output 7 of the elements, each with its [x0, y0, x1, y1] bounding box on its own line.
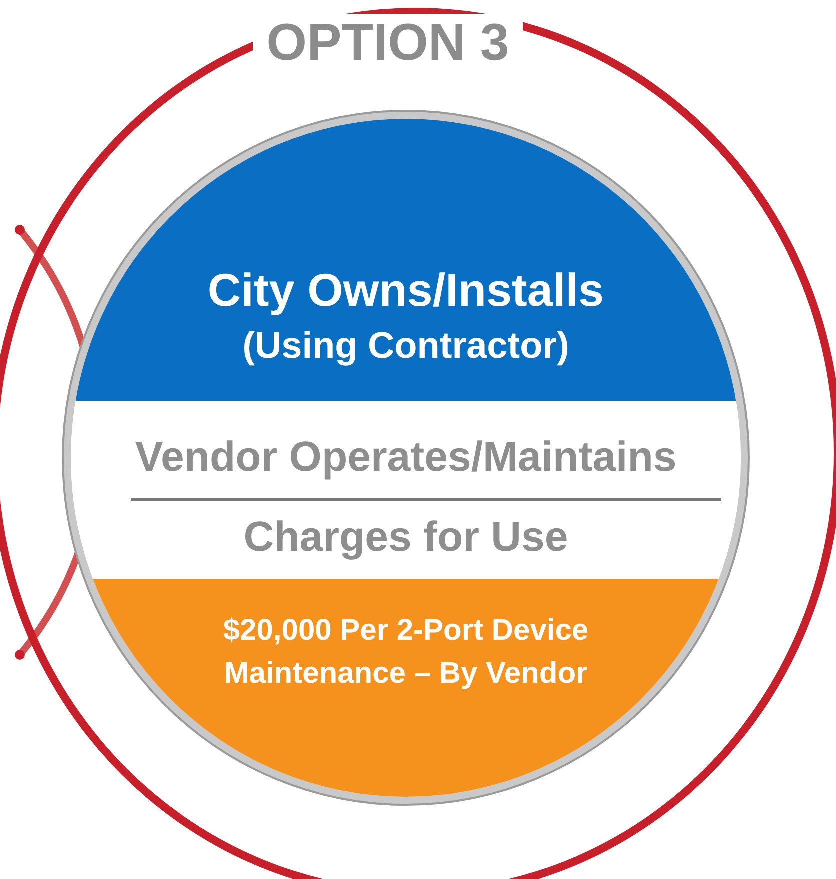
- operator-text: Vendor Operates/Maintains: [134, 433, 678, 482]
- cost-text: $20,000 Per 2-Port Device Maintenance – By Vendor: [222, 613, 590, 692]
- option-ring: [0, 8, 836, 879]
- ownership-heading: City Owns/Installs: [206, 264, 606, 317]
- ownership-note: (Using Contractor): [242, 325, 570, 368]
- charging-text: Charges for Use: [242, 513, 570, 562]
- operations-band: [71, 401, 741, 579]
